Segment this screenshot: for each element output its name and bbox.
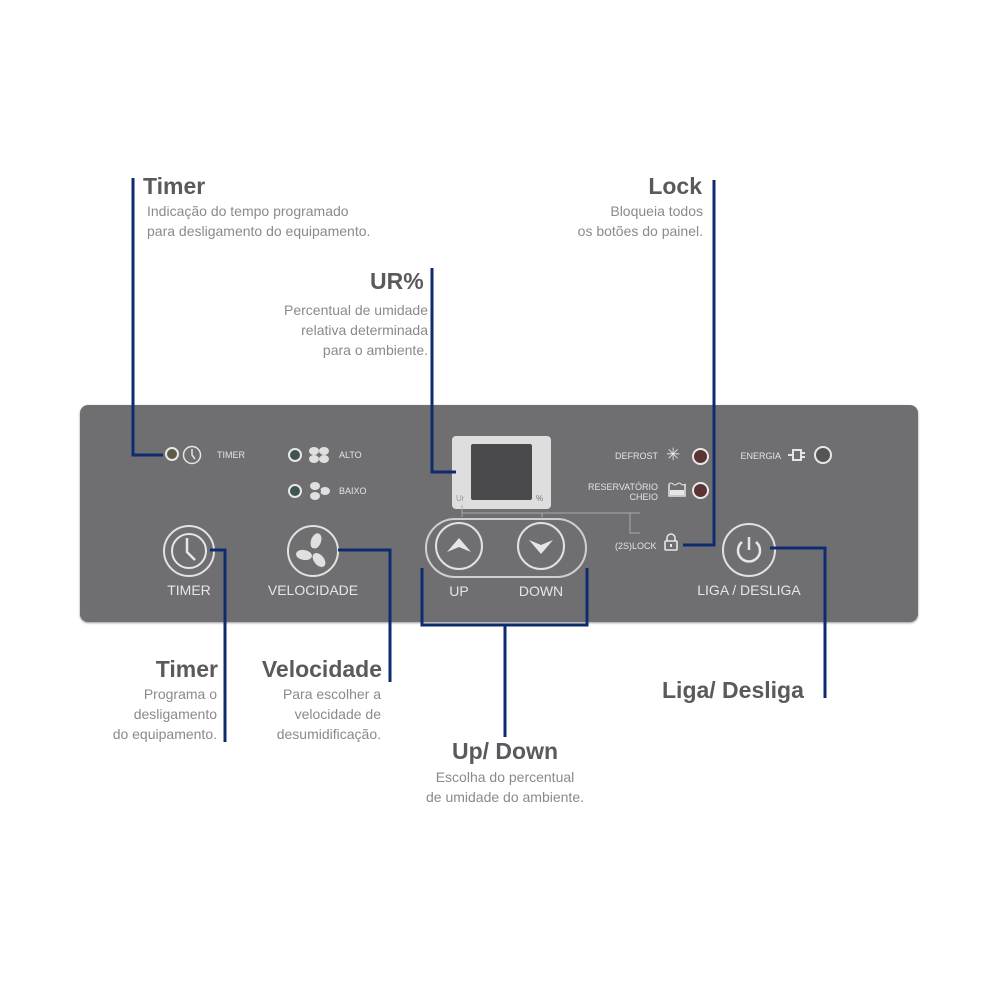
timer-button-title: Timer: [155, 656, 218, 682]
timer-indicator-label: TIMER: [217, 450, 245, 460]
defrost-label: DEFROST: [614, 451, 658, 461]
alto-label: ALTO: [339, 450, 362, 460]
timer-button-label: TIMER: [167, 582, 211, 598]
liga-desliga-title: Liga/ Desliga: [662, 677, 804, 703]
up-button[interactable]: [435, 522, 483, 570]
arrow-up-icon: [447, 538, 471, 552]
snowflake-icon: ✳: [666, 445, 681, 464]
control-panel: TIMER ALTO BAIXO Ur % DEFROST ✳ RESERVAT…: [80, 405, 918, 622]
humidity-display: Ur %: [452, 436, 551, 509]
water-tank-icon: [667, 481, 687, 504]
down-button-label: DOWN: [518, 583, 564, 599]
defrost-led: [692, 448, 709, 465]
display-ur-label: Ur: [456, 494, 465, 503]
updown-bracket-line: [461, 505, 640, 534]
energia-led: [814, 446, 832, 464]
alto-led: [288, 448, 302, 462]
clock-icon: [182, 445, 202, 470]
reservatorio-led: [692, 482, 709, 499]
display-screen: [471, 444, 532, 500]
up-button-label: UP: [449, 583, 469, 599]
lock-icon: [663, 533, 679, 556]
updown-title: Up/ Down: [451, 738, 559, 764]
lock-title: Lock: [648, 173, 702, 199]
fan-low-icon: [308, 481, 330, 506]
display-pct-label: %: [536, 494, 544, 503]
baixo-label: BAIXO: [339, 486, 367, 496]
fan-high-icon: [308, 445, 330, 470]
velocidade-title: Velocidade: [261, 656, 382, 682]
ur-title: UR%: [370, 268, 424, 294]
arrow-down-icon: [529, 540, 553, 554]
baixo-led: [288, 484, 302, 498]
power-icon: [736, 537, 762, 563]
velocidade-button-label: VELOCIDADE: [267, 582, 359, 598]
energia-label: ENERGIA: [740, 451, 781, 461]
timer-indicator-title: Timer: [143, 173, 206, 199]
clock-icon: [171, 533, 207, 569]
timer-button[interactable]: [163, 525, 215, 577]
power-button-label: LIGA / DESLIGA: [697, 582, 801, 598]
plug-icon: [787, 446, 809, 469]
timer-led: [165, 447, 179, 461]
down-button[interactable]: [517, 522, 565, 570]
fan-icon: [296, 533, 326, 567]
velocidade-button[interactable]: [287, 525, 339, 577]
lock-label: (2S)LOCK: [615, 541, 657, 551]
power-button[interactable]: [722, 523, 776, 577]
